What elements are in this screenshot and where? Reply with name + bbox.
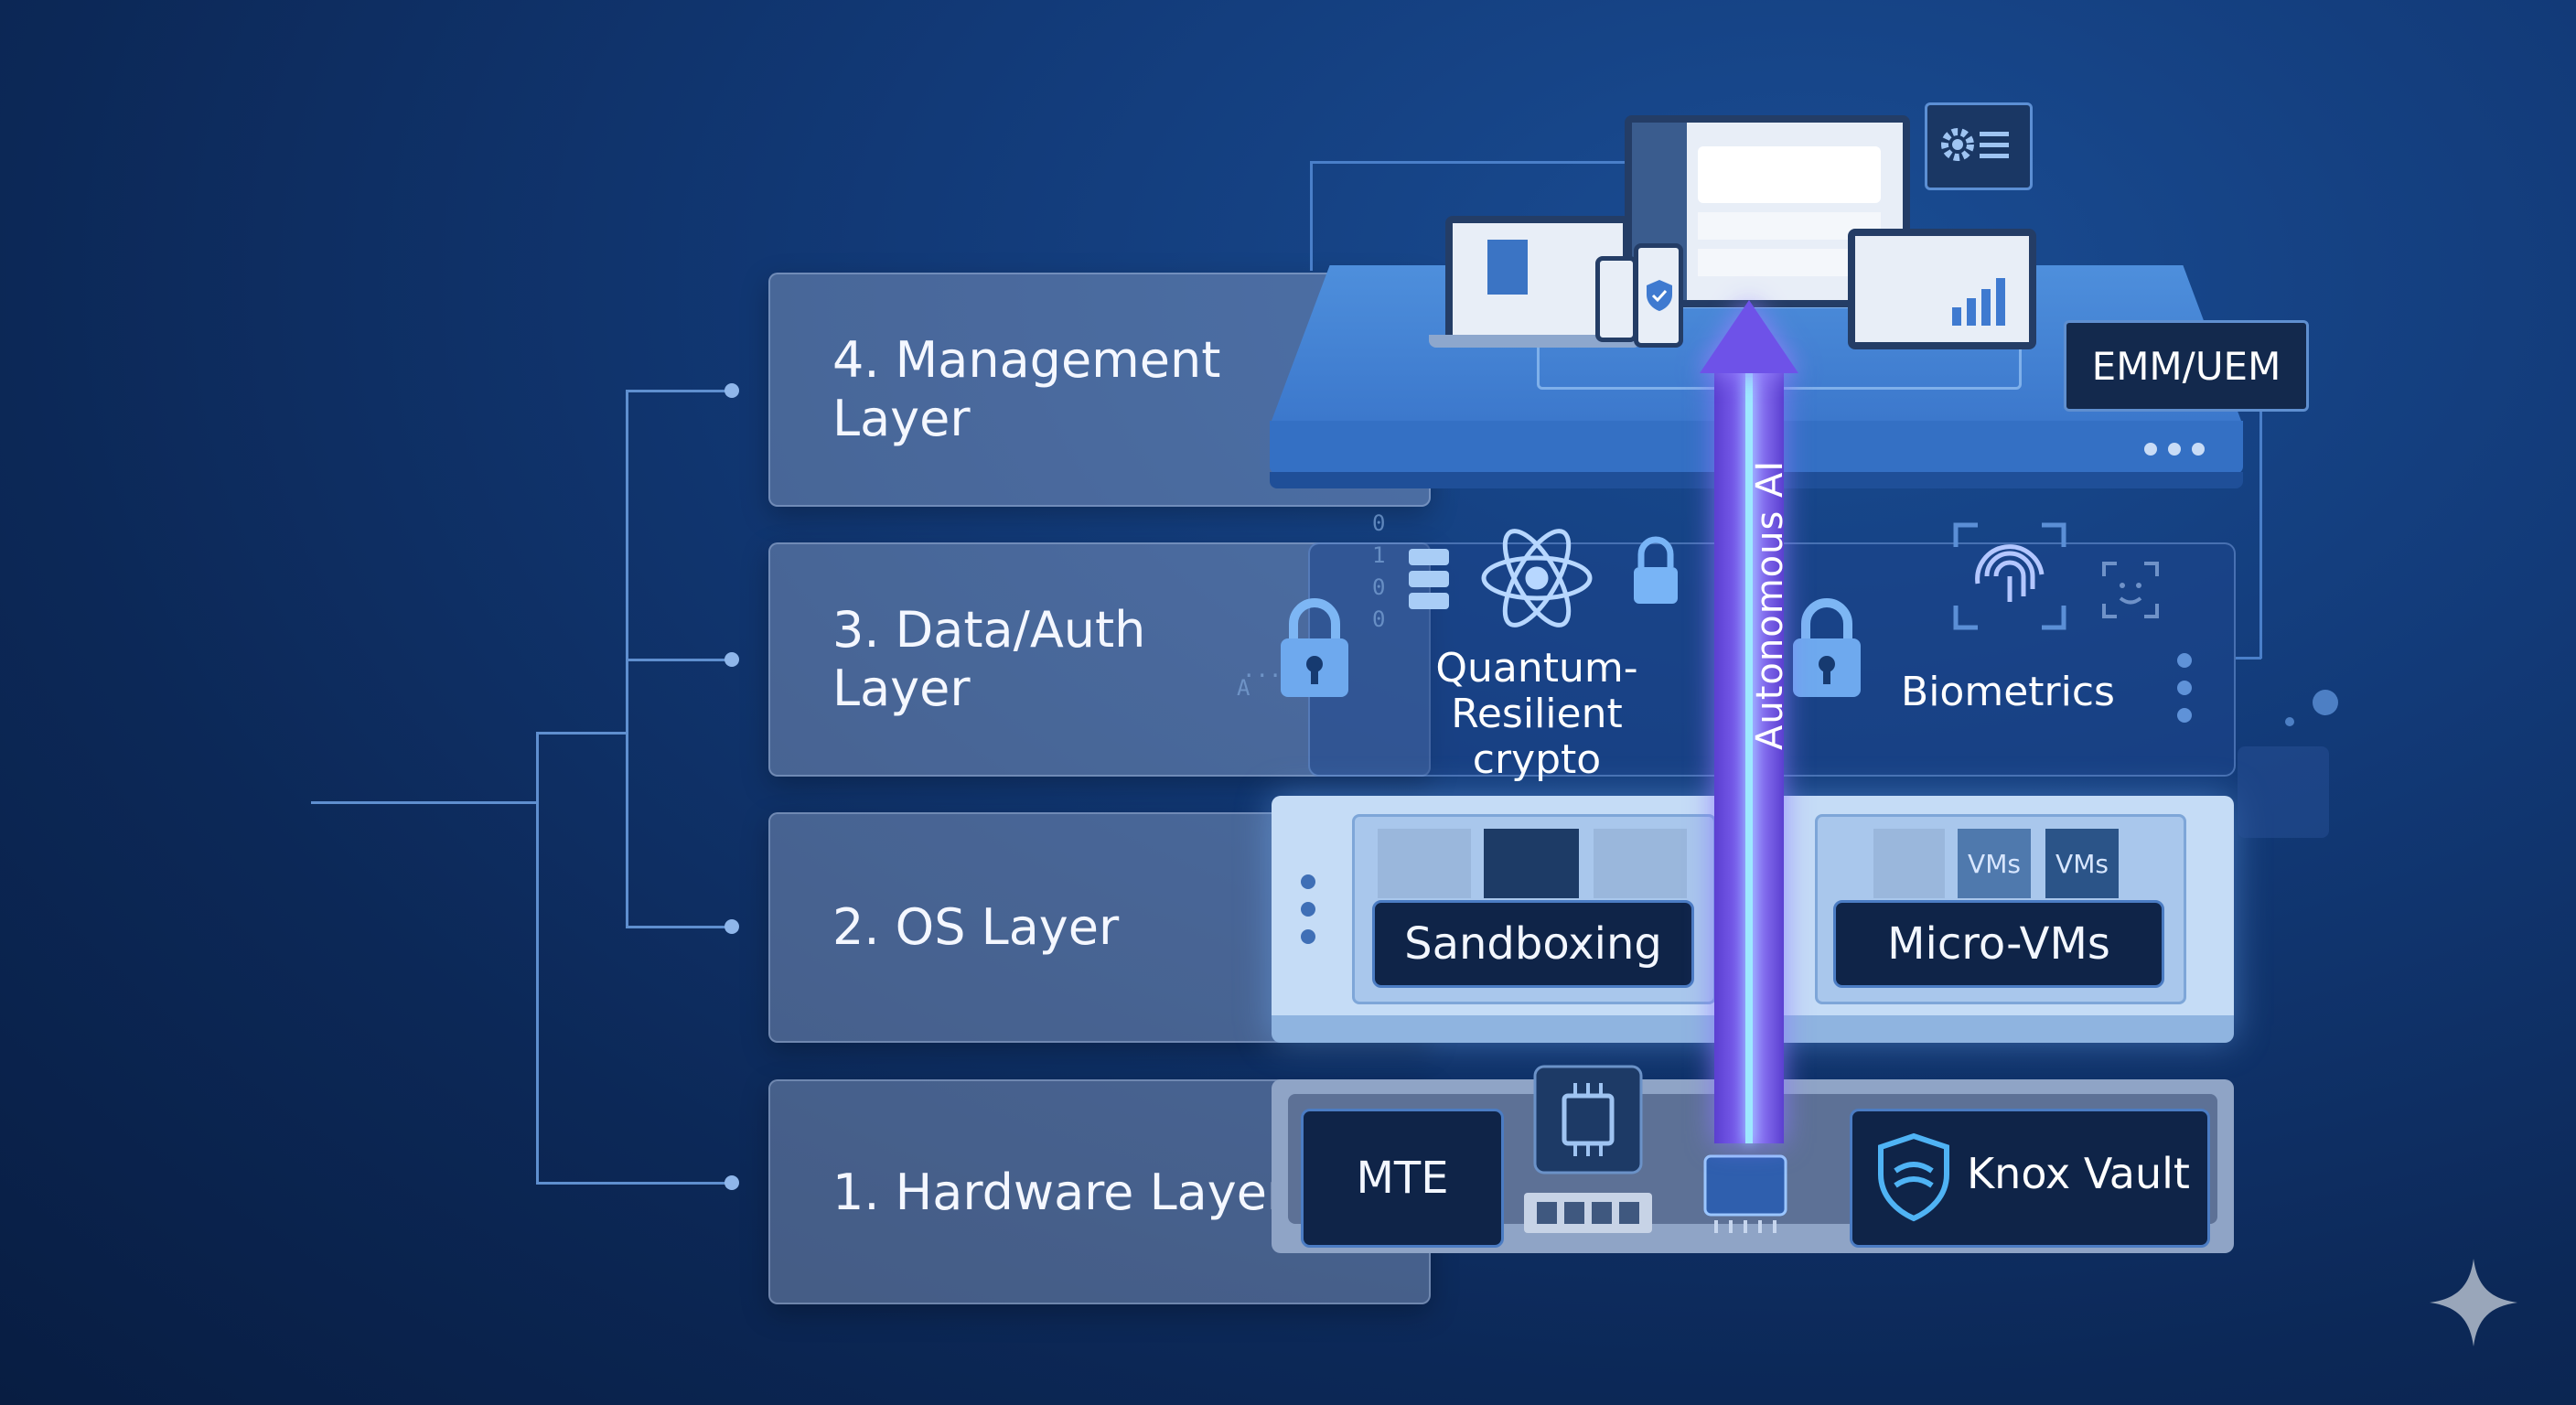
layer-label-data-auth-text: 3. Data/Auth Layer [832,601,1146,717]
data-auth-decor-icons: 0 1 0 0 A ... [1237,512,1678,701]
decor-dot-large [2313,690,2338,715]
decor-dot-small [2285,717,2294,726]
mgmt-connector-top [1310,161,1639,164]
mgmt-connector-right-h [2236,657,2261,660]
knox-vault-label: Knox Vault [1967,1149,2190,1198]
laptop-content-block [1487,240,1528,295]
vm-tag-2: VMs [2045,829,2119,898]
fingerprint-icon [1953,522,2066,630]
gear-icon [1941,128,2009,161]
tree-branch-3 [626,659,732,661]
sandboxing-label: Sandboxing [1372,900,1694,988]
phone-icon-1 [1595,256,1637,342]
biometrics-label: Biometrics [1901,669,2115,715]
face-id-icon [2102,562,2159,618]
svg-text:A: A [1237,675,1250,701]
autonomous-ai-label: Autonomous AI [1749,459,1791,750]
autonomous-ai-arrow-core [1745,359,1753,1143]
tree-branch-1 [536,1182,732,1185]
tree-branch-4 [626,390,732,392]
tree-trunk-vertical-inner [626,390,628,926]
emm-uem-label: EMM/UEM [2064,320,2309,412]
bar-chart-icon [1952,278,2005,326]
sandbox-block-2 [1484,829,1579,898]
data-auth-dot-3 [2177,708,2192,723]
layer-label-management-text: 4. Management Layer [832,331,1221,447]
os-dot-1 [1301,874,1315,889]
mgmt-connector-left [1310,161,1313,271]
platform-dot-1 [2144,443,2157,456]
svg-text:0: 0 [1372,574,1385,600]
os-dot-3 [1301,929,1315,944]
tree-dot-2 [724,919,739,934]
platform-dot-3 [2192,443,2205,456]
tree-branch-2 [626,926,732,928]
tree-link-upper [536,732,626,735]
tree-dot-4 [724,383,739,398]
small-lock-icon [1634,536,1678,604]
lock-icon-biometrics [1793,598,1861,697]
mgmt-connector-right [2259,393,2262,659]
sandbox-block-1 [1378,829,1471,898]
lock-icon-crypto [1281,598,1348,697]
tree-dot-1 [724,1175,739,1190]
svg-text:0: 0 [1372,606,1385,632]
svg-text:0: 0 [1372,512,1385,536]
platform-dot-2 [2168,443,2181,456]
microvms-label: Micro-VMs [1833,900,2164,988]
mte-label: MTE [1301,1109,1504,1248]
laptop-base [1429,335,1641,348]
tree-dot-3 [724,652,739,667]
shield-check-icon [1647,280,1672,311]
data-auth-dot-1 [2177,653,2192,668]
tree-trunk-vertical-outer [536,732,539,1182]
tree-trunk-main [311,801,536,804]
ram-module-icon [1524,1193,1652,1233]
autonomous-ai-arrow-head [1700,300,1798,373]
atom-icon [1481,529,1593,627]
decor-slab [2238,746,2329,838]
server-stack-icon [1409,549,1449,609]
crypto-label: Quantum-Resilient crypto [1435,645,1638,783]
svg-text:1: 1 [1372,542,1385,568]
vm-tag-1: VMs [1958,829,2031,898]
sandbox-block-3 [1594,829,1687,898]
monitor-card [1698,146,1881,203]
sparkle-icon [2430,1259,2517,1346]
vm-block-empty [1873,829,1945,898]
cpu-chip-icon [1533,1065,1643,1174]
layer-label-hardware-text: 1. Hardware Layer [832,1164,1288,1221]
svg-text:...: ... [1242,657,1282,682]
layer-label-os-text: 2. OS Layer [832,898,1120,956]
data-auth-dot-2 [2177,681,2192,695]
phone-shield-icon [1634,243,1683,348]
os-dot-2 [1301,902,1315,917]
knox-shield-icon [1878,1132,1949,1222]
secure-chip-icon [1703,1154,1787,1233]
